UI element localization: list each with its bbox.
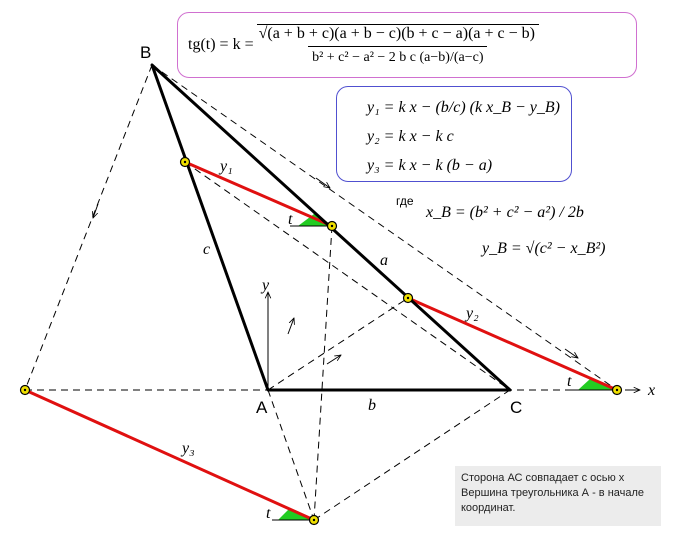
side-a-label: a xyxy=(380,252,388,269)
construction-lines xyxy=(24,64,632,521)
note-line-2: Вершина треугольника А - в начале коорди… xyxy=(461,487,645,514)
axis-y-label: y xyxy=(260,277,270,294)
equation-y2: y₂ = k x − k c xyxy=(367,128,454,145)
segment-y1 xyxy=(184,160,333,228)
axis-x-label: x xyxy=(647,382,655,399)
dashed-B-right xyxy=(151,64,618,391)
segment-y3 xyxy=(24,388,315,522)
angle-t-label-2: t xyxy=(567,373,572,390)
dashed-p1-c xyxy=(184,161,511,391)
tangent-formula-box: tg(t) = k = √(a + b + c)(a + b − c)(b + … xyxy=(177,12,637,78)
line-equations-box: y₁ = k x − (b/c) (k x_B − y_B) y₂ = k x … xyxy=(336,86,572,182)
formula-numerator: √(a + b + c)(a + b − c)(b + c − a)(a + c… xyxy=(256,24,539,46)
segment-y1-label: y₁ xyxy=(218,158,233,175)
arrow-right-dashed-2 xyxy=(564,348,578,358)
note-line-1: Сторона АС совпадает с осью х xyxy=(461,472,625,484)
arrow-right-dashed xyxy=(315,177,330,188)
arrow-mid-dashed xyxy=(287,318,294,335)
dashed-B-left xyxy=(24,64,153,391)
dashed-a-mid xyxy=(267,297,409,391)
equation-y3: y₃ = k x − k (b − a) xyxy=(367,157,493,174)
dashed-a-bottom xyxy=(267,389,315,521)
vertex-B-label: B xyxy=(140,43,151,62)
formula-denominator: b² + c² − a² − 2 b c (a−b)/(a−c) xyxy=(308,46,488,66)
where-label: где xyxy=(396,194,414,208)
dashed-c-bottom xyxy=(313,389,511,521)
segment-y2-label: y₂ xyxy=(464,305,479,322)
formula-lhs: tg(t) = k = xyxy=(188,36,254,53)
segment-y3-label: y₃ xyxy=(180,440,195,457)
segment-y2 xyxy=(407,296,618,392)
equation-y1: y₁ = k x − (b/c) (k x_B − y_B) xyxy=(367,99,560,116)
angle-t-label-1: t xyxy=(288,211,293,228)
formula-fraction: √(a + b + c)(a + b − c)(b + c − a)(a + c… xyxy=(256,24,539,66)
arrow-left-dashed xyxy=(93,203,99,218)
side-b-label: b xyxy=(368,397,376,414)
red-segments xyxy=(24,160,618,522)
side-c-label: c xyxy=(203,241,210,258)
arrow-mid-dashed-2 xyxy=(326,355,341,365)
vertex-A-label: A xyxy=(256,398,268,417)
yB-formula: y_B = √(c² − x_B²) xyxy=(482,240,606,257)
xB-formula: x_B = (b² + c² − a²) / 2b xyxy=(426,204,584,221)
dashed-p2-bottom xyxy=(313,225,333,521)
angle-t-label-3: t xyxy=(266,505,271,522)
note-box: Сторона АС совпадает с осью х Вершина тр… xyxy=(455,466,661,526)
vertex-C-label: C xyxy=(510,398,522,417)
